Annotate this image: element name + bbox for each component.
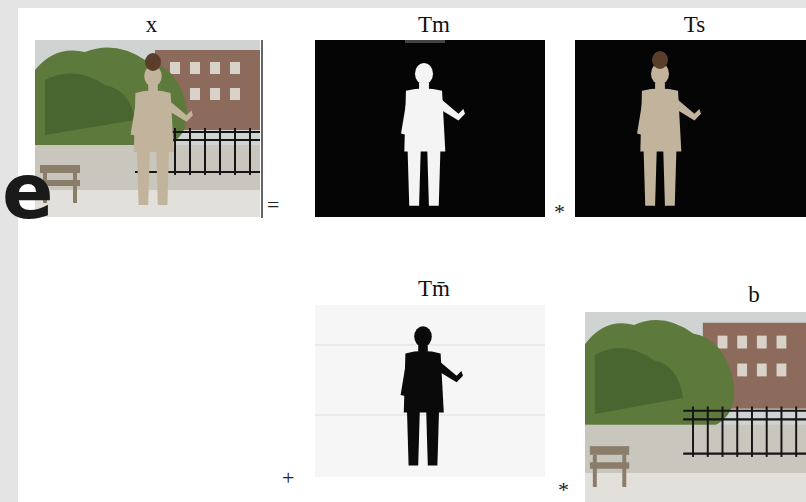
plus-sign: + (282, 466, 294, 490)
image-panel: x (35, 12, 268, 217)
image-panel: Tm (315, 12, 553, 217)
equals-sign: = (267, 193, 279, 217)
separator-line (260, 40, 266, 218)
input-photo (35, 40, 260, 217)
panel-label: Tm (315, 12, 553, 38)
image-panel: Ts (575, 12, 806, 217)
foreground-mask (315, 40, 545, 217)
panel-label: Ts (575, 12, 806, 38)
panel-label: Tm̄ (315, 276, 553, 302)
panel-label: b (700, 282, 806, 308)
multiply-sign: * (554, 200, 565, 224)
background-photo (585, 312, 806, 502)
foreground-sprite (575, 40, 806, 217)
multiply-sign: * (558, 478, 569, 502)
image-panel: Tm̄ (315, 276, 553, 477)
background-mask (315, 305, 545, 477)
image-panel: b (700, 282, 806, 312)
slide-letter: e (2, 152, 54, 232)
panel-label: x (35, 12, 268, 38)
